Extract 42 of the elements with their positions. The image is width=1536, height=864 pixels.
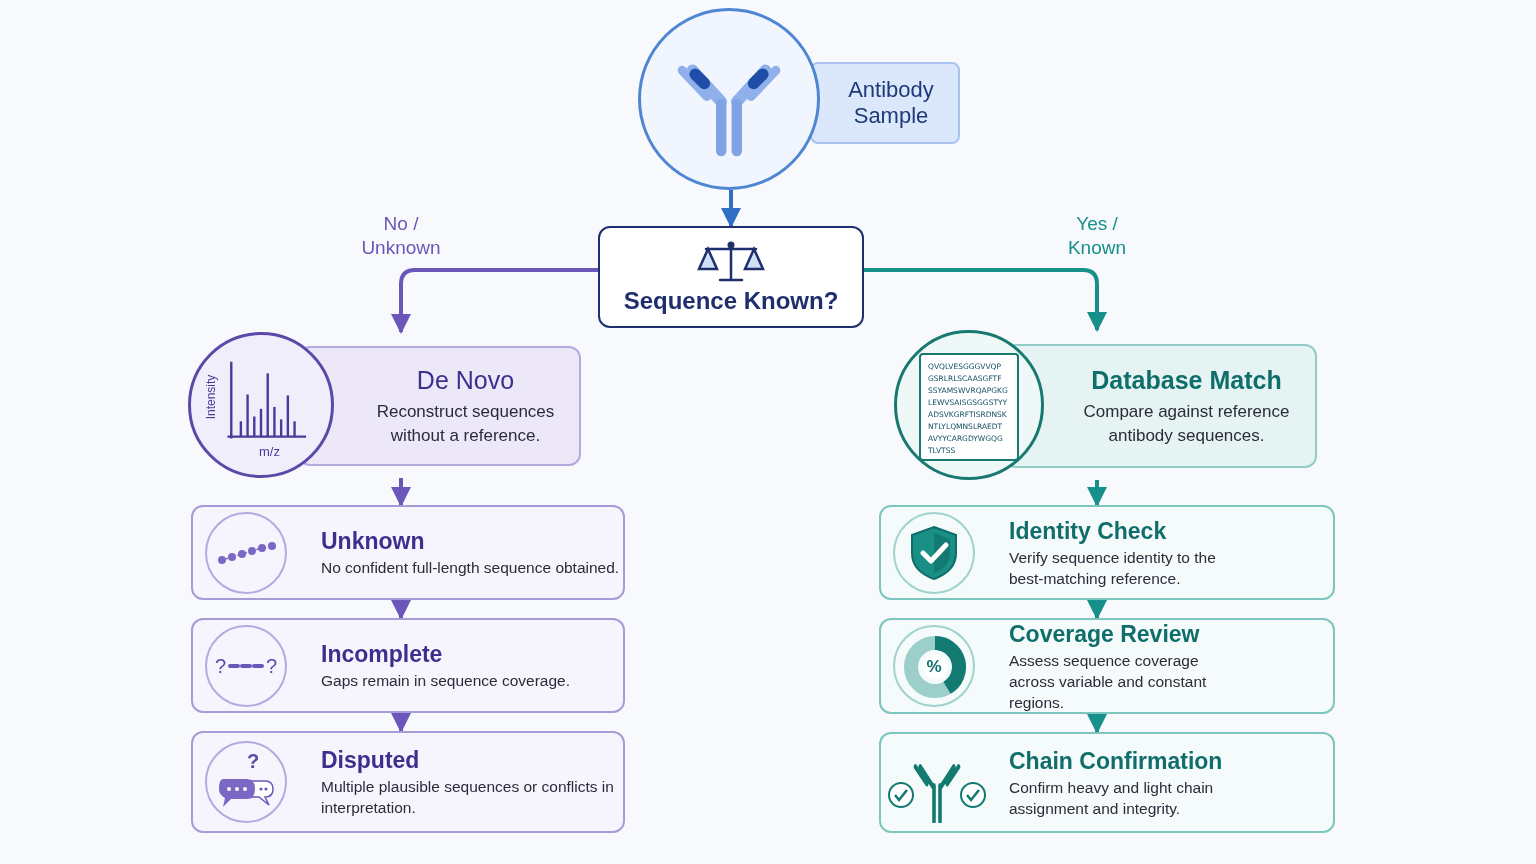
decision-box bbox=[598, 226, 864, 328]
node-description: Reconstruct sequences without a reference. bbox=[375, 401, 556, 447]
question-mark: ? bbox=[247, 751, 260, 771]
question-mark: ? bbox=[214, 655, 226, 676]
node-title: Antibody Sample bbox=[847, 77, 935, 129]
arrow bbox=[1087, 600, 1107, 620]
arrow bbox=[1087, 480, 1107, 507]
arrow bbox=[391, 268, 598, 334]
outcome-card bbox=[879, 618, 1335, 714]
arrow bbox=[391, 600, 411, 620]
edge-label: No / Unknown bbox=[360, 212, 442, 260]
node-description: Gaps remain in sequence coverage. bbox=[321, 671, 571, 691]
arrow bbox=[721, 190, 741, 228]
node-title: Disputed bbox=[321, 746, 421, 774]
axis-label: Intensity bbox=[205, 374, 218, 420]
node-description: No confident full-length sequence obtained. bbox=[321, 558, 621, 578]
arrow bbox=[391, 713, 411, 733]
arrow bbox=[391, 478, 411, 507]
node-title: Unknown bbox=[321, 527, 426, 555]
outcome-card bbox=[879, 505, 1335, 600]
node-title: Incomplete bbox=[321, 640, 444, 668]
outcome-card bbox=[191, 618, 625, 713]
outcome-card bbox=[879, 732, 1335, 833]
node-title: De Novo bbox=[416, 365, 515, 396]
node-title: Identity Check bbox=[1009, 516, 1168, 545]
node-title: Coverage Review bbox=[1009, 619, 1201, 648]
node-title: Chain Confirmation bbox=[1009, 746, 1224, 775]
node-description: Assess sequence coverage across variable and constant regions. bbox=[1009, 650, 1208, 713]
node-description: Verify sequence identity to the best-matching reference. bbox=[1009, 547, 1217, 589]
node-description: Compare against reference antibody sequences. bbox=[1082, 401, 1291, 447]
node-description: Confirm heavy and light chain assignment and integrity. bbox=[1009, 777, 1215, 819]
node-description: Multiple plausible sequences or conflicts in interpretation. bbox=[321, 777, 615, 818]
question-mark: ? bbox=[266, 655, 278, 676]
node-title: Database Match bbox=[1091, 365, 1282, 396]
outcome-card bbox=[191, 731, 625, 833]
node-title: Sequence Known? bbox=[623, 287, 839, 315]
edge-label: Yes / Known bbox=[1066, 212, 1128, 260]
outcome-card bbox=[191, 505, 625, 600]
percent-sign: % bbox=[926, 657, 942, 675]
arrow bbox=[1087, 714, 1107, 734]
axis-label: m/z bbox=[259, 445, 280, 458]
arrow bbox=[864, 268, 1107, 332]
